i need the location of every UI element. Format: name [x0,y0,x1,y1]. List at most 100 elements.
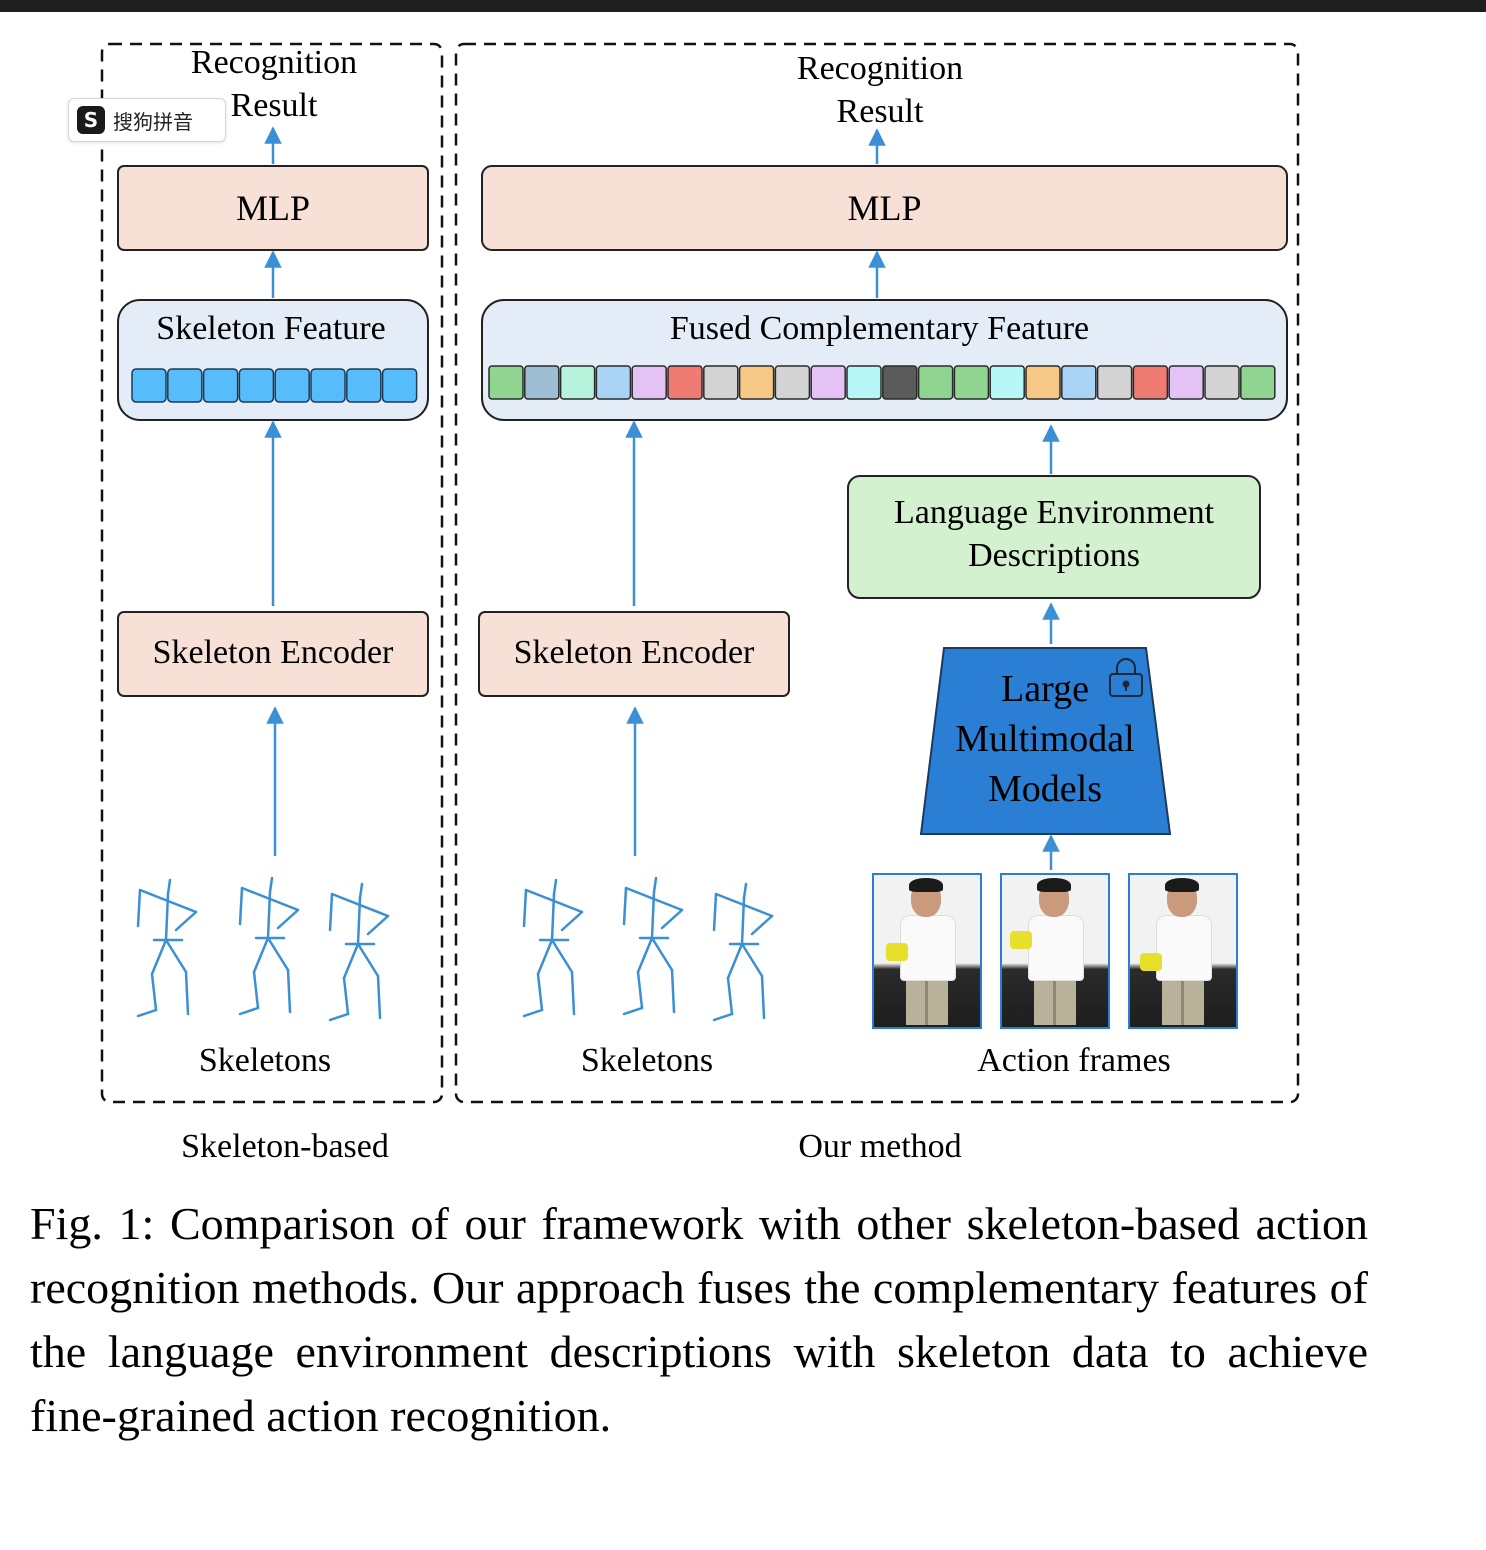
fused-feature-label: Fused Complementary Feature [669,310,1090,347]
fused-token [703,365,739,400]
fused-token [667,365,703,400]
skeleton-limb [536,938,554,976]
skeleton-limb [238,886,244,926]
action-frame-2 [1000,873,1110,1029]
feature-token [202,368,239,403]
skeleton-limb [266,890,272,940]
ime-badge-text: 搜狗拼音 [113,109,193,134]
skeleton-limb [522,1008,544,1018]
right-result-label: Recognition Result [796,50,964,130]
skeleton-limb [136,888,142,928]
fused-token [1096,365,1133,400]
skeleton-limb [750,914,774,936]
skeleton-limb [356,942,380,978]
skeleton-limb [356,896,362,946]
feature-token [346,368,382,403]
diagram-canvas [100,42,1300,1104]
skeleton-limb [366,914,390,936]
right-encoder-box [478,611,790,697]
skeleton-limb [622,1006,644,1016]
right-skeletons-label: Skeletons [580,1042,714,1079]
frames-label: Action frames [977,1042,1171,1079]
skeleton-limb [184,970,190,1016]
skeleton-limb [136,1008,158,1018]
fused-feature-tokens [488,365,1276,400]
action-frame-3 [1128,873,1238,1029]
skeleton-limb [560,910,584,932]
fused-token [1061,365,1097,400]
fused-token [810,365,846,400]
fused-token [1132,365,1169,400]
skeleton-feature-tokens [131,368,418,403]
skeleton-limb [150,938,168,976]
feature-token [167,368,203,403]
skeleton-limb [650,936,674,972]
lang-desc-box [847,475,1261,599]
skeleton-limb [328,892,334,932]
lmm-trapezoid [919,647,1172,835]
skeleton-limb [164,938,188,974]
fused-token [774,365,811,400]
fused-token [1168,365,1204,400]
right-mlp-label: MLP [847,188,922,228]
fused-token [846,365,882,400]
lock-icon [1109,658,1143,697]
left-mlp-label: MLP [235,188,311,228]
top-bar [0,0,1486,12]
lmm-label: Large Multimodal Models [955,668,1135,810]
fused-token [524,365,560,400]
left-result-label: Recognition Result [190,44,358,124]
skeleton-limb [712,1012,734,1022]
left-feature-label: Skeleton Feature [156,310,386,347]
skeleton-limb [342,976,350,1016]
feature-token [310,368,346,403]
left-encoder-label: Skeleton Encoder [152,634,394,671]
skeleton-limb [266,936,290,972]
skeleton-limb [286,968,292,1014]
sogou-logo-icon: S [77,106,105,134]
feature-token [238,368,275,403]
skeleton-limb [740,942,764,978]
skeleton-limb [742,882,748,900]
feature-token [131,368,167,403]
fused-token [882,365,918,400]
feature-token [381,368,418,403]
left-encoder-box [117,611,429,697]
fused-token [1240,365,1276,400]
skeleton-limb [522,888,528,928]
fused-token [953,365,990,400]
fused-token [989,365,1025,400]
skeleton-limb [760,974,766,1020]
left-panel-label: Skeleton-based [181,1128,389,1165]
skeleton-limb [652,876,658,894]
ime-badge[interactable]: S 搜狗拼音 [68,98,226,142]
skeleton-limb [636,970,644,1010]
skeleton-limb [670,968,676,1014]
figure-caption: Fig. 1: Comparison of our framework with… [30,1198,1368,1441]
skeleton-limb [570,970,576,1016]
fused-token [595,365,632,400]
skeleton-limb [166,878,172,896]
skeleton-limb [358,882,364,900]
right-encoder-label: Skeleton Encoder [513,634,755,671]
skeleton-limb [536,972,544,1012]
skeleton-limb [252,936,270,974]
skeleton-limb [660,908,684,930]
skeleton-limb [726,976,734,1016]
skeleton-limb [164,892,170,942]
left-panel-border [100,42,444,1104]
skeleton-limb [150,972,158,1012]
feature-token [274,368,310,403]
skeleton-limb [740,896,746,946]
skeleton-limb [712,892,718,932]
action-frame-1 [872,873,982,1029]
skeleton-limb [238,1006,260,1016]
right-panel-label: Our method [798,1128,962,1165]
fused-token [1025,365,1061,400]
skeleton-limb [622,886,628,926]
skeleton-limb [252,970,260,1010]
skeleton-limb [276,908,300,930]
fused-token [631,365,667,400]
lang-desc-label: Language Environment Descriptions [893,494,1215,574]
skeleton-limb [376,974,382,1020]
